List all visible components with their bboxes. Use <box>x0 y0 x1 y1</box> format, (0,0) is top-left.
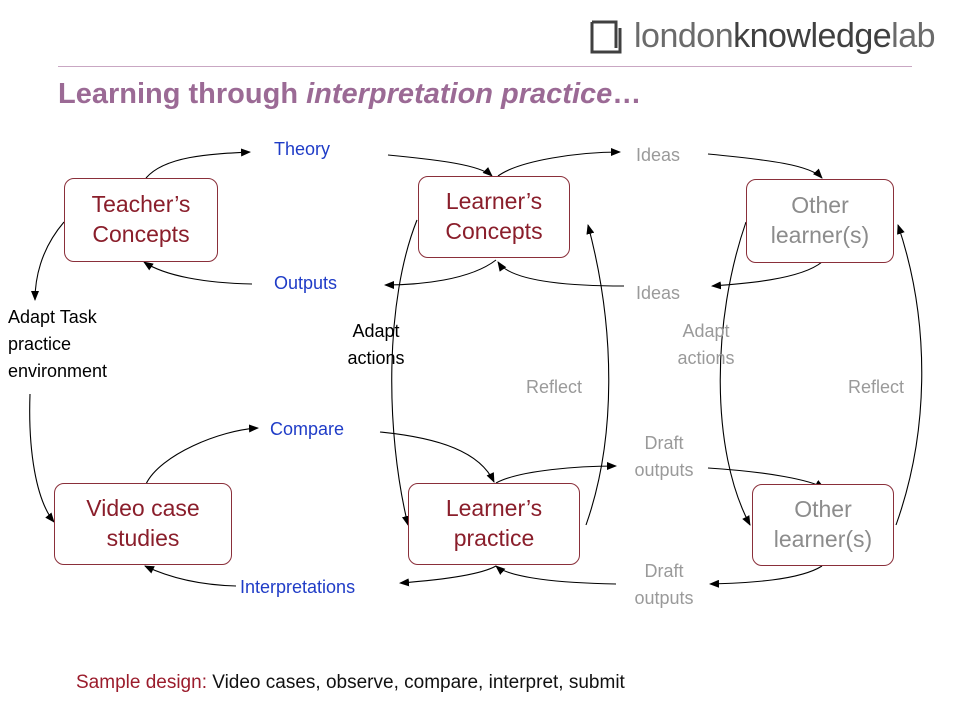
label-adapt-task: Adapt Task practice environment <box>8 307 108 381</box>
label-adapt-actions-2: Adapt actions <box>677 321 735 368</box>
label-compare: Compare <box>270 419 345 439</box>
page-title: Learning through interpretation practice… <box>58 78 641 111</box>
footer-sample-design: Sample design: Video cases, observe, com… <box>76 672 625 694</box>
node-learners-practice: Learner’s practice <box>408 483 580 565</box>
arrow-draft-top <box>495 462 617 484</box>
label-draft-outputs-bottom: Draft outputs <box>634 561 694 608</box>
arrow-adapt-actions-2 <box>719 221 751 526</box>
label-ideas-top: Ideas <box>636 145 681 165</box>
arrow-adapt-actions-1 <box>391 219 418 526</box>
label-reflect-2: Reflect <box>848 377 905 397</box>
arrow-interp-2 <box>399 565 497 587</box>
footer-value: Video cases, observe, compare, interpret… <box>206 672 625 693</box>
arrow-draft-bottom-2 <box>495 565 617 585</box>
node-other-learners-top: Other learner(s) <box>746 179 894 263</box>
label-adapt-actions-1: Adapt actions <box>347 321 405 368</box>
label-theory: Theory <box>274 139 331 159</box>
arrow-ideas-top-2 <box>707 153 823 179</box>
logo-text: londonknowledgelab <box>634 17 936 55</box>
title-suffix: … <box>612 78 642 110</box>
arrow-compare <box>145 424 259 485</box>
label-reflect-1: Reflect <box>526 377 583 397</box>
arrow-outputs-2 <box>384 259 497 289</box>
arrow-compare-2 <box>379 431 495 483</box>
footer-key: Sample design: <box>76 672 207 693</box>
logo-bracket-icon <box>590 20 622 54</box>
logo-text-knowledge: knowledge <box>733 17 892 55</box>
logo: londonknowledgelab <box>586 17 936 55</box>
label-ideas-bottom: Ideas <box>636 283 681 303</box>
arrow-ideas-bottom <box>711 261 823 290</box>
logo-text-london: london <box>634 17 734 55</box>
logo-text-lab: lab <box>891 17 936 55</box>
arrow-theory <box>145 148 251 179</box>
arrow-adapt-task-down <box>29 393 55 523</box>
arrow-ideas-top <box>497 148 621 177</box>
label-outputs: Outputs <box>274 273 338 293</box>
title-prefix: Learning through <box>58 78 307 110</box>
arrow-outputs <box>143 261 253 285</box>
arrow-ideas-bottom-2 <box>497 261 625 287</box>
arrow-interp-1 <box>144 565 237 587</box>
title-emphasis: interpretation practice <box>306 78 613 110</box>
label-draft-outputs-top: Draft outputs <box>634 433 694 480</box>
node-teachers-concepts: Teacher’s Concepts <box>64 178 218 262</box>
label-interpretations: Interpretations <box>240 577 356 597</box>
arrow-draft-bottom <box>709 565 823 588</box>
arrow-reflect-2 <box>895 224 923 526</box>
arrow-adapt-task-up <box>31 221 65 301</box>
node-other-learners-bottom: Other learner(s) <box>752 484 894 566</box>
node-video-case-studies: Video case studies <box>54 483 232 565</box>
arrow-reflect-1 <box>585 224 610 526</box>
header-rule <box>58 66 912 67</box>
arrow-theory-2 <box>387 154 493 177</box>
node-learners-concepts: Learner’s Concepts <box>418 176 570 258</box>
